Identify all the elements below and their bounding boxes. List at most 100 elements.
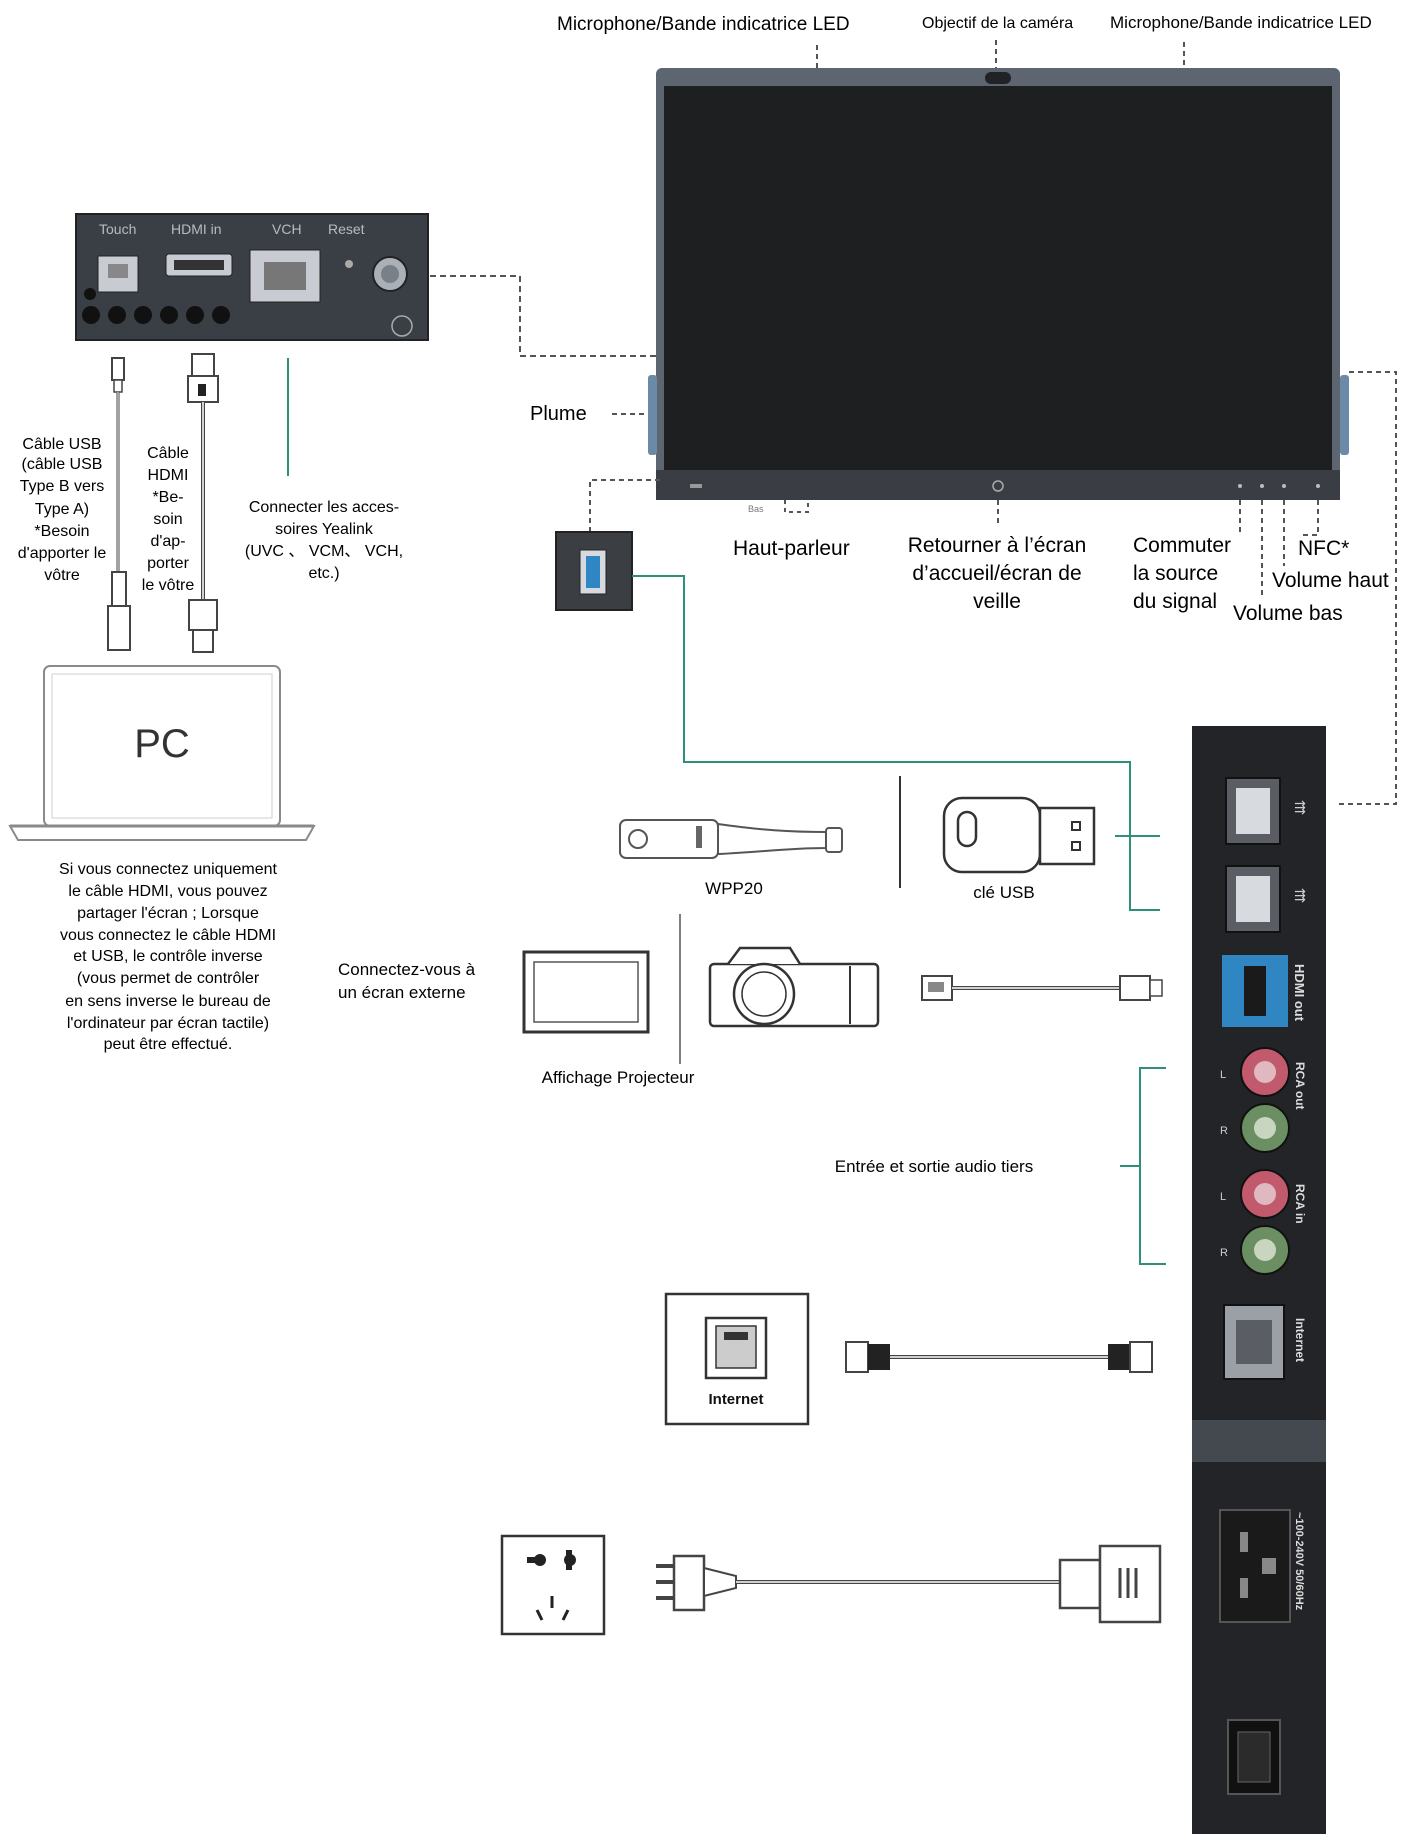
label-home-line3: veille — [973, 590, 1021, 613]
teal-bracket-usb-mid — [1115, 762, 1131, 910]
rca-in-left-inner — [1254, 1183, 1276, 1205]
pc-note-line: Si vous connectez uniquement — [59, 861, 277, 878]
leader-usb-port — [589, 479, 660, 532]
usb-cable-note: Câble USB (câble USB Type B vers Type A)… — [18, 436, 107, 584]
leader-front-panel — [430, 275, 656, 357]
label-rca-out-l: L — [1220, 1069, 1226, 1081]
reset-pinhole-icon — [345, 260, 353, 268]
label-usb-key: clé USB — [973, 883, 1034, 902]
hdmi-note-line: d'ap- — [150, 533, 185, 550]
usb-note-line: *Besoin — [34, 523, 89, 540]
internet-wall-socket-icon — [664, 1292, 810, 1426]
usb-symbol-icon: ⇶ — [1294, 887, 1306, 903]
leader-speaker — [784, 500, 809, 513]
projector-icon — [708, 946, 880, 1028]
interactive-display — [648, 68, 1349, 500]
rca-in-right-inner — [1254, 1239, 1276, 1261]
label-wpp20: WPP20 — [705, 879, 763, 898]
label-rca-out-r: R — [1220, 1125, 1228, 1137]
label-rca-in-l: L — [1220, 1191, 1226, 1203]
label-rca-in-r: R — [1220, 1247, 1228, 1259]
label-power: ~100-240V 50/60Hz — [1293, 1512, 1305, 1611]
hdmi-note-line: *Be- — [152, 489, 183, 506]
front-indicator-icon — [391, 315, 413, 337]
front-button-inner — [381, 265, 399, 283]
label-source-line2: la source — [1133, 562, 1218, 585]
label-camera-lens: Objectif de la caméra — [922, 15, 1073, 32]
label-hdmi-in: HDMI in — [171, 221, 222, 237]
power-inlet-icon — [1219, 1509, 1291, 1623]
hdmi-out-cable-icon — [921, 975, 1163, 1001]
front-connector-panel: Touch HDMI in VCH Reset — [75, 213, 429, 341]
yealink-note-line: etc.) — [308, 565, 339, 582]
pc-laptop-icon — [8, 665, 316, 841]
pc-note-line: et USB, le contrôle inverse — [73, 948, 263, 965]
power-cable-icon — [656, 1544, 1162, 1624]
usb-note-line: Type A) — [35, 501, 89, 518]
hdmi-note-line: HDMI — [148, 467, 189, 484]
usb-cable-icon — [107, 357, 131, 651]
label-home-line1: Retourner à l’écran — [908, 534, 1087, 557]
label-reset: Reset — [328, 221, 365, 237]
camera-lens-icon — [985, 72, 1011, 84]
power-pin — [1262, 1558, 1276, 1574]
pc-note-line: partager l'écran ; Lorsque — [77, 905, 259, 922]
teal-line-usb — [632, 575, 1160, 911]
hdmi-out-port-inner — [1244, 966, 1266, 1016]
hdmi-note-line: porter — [147, 555, 189, 572]
power-switch-rocker — [1237, 1731, 1271, 1783]
power-pin — [1240, 1532, 1248, 1552]
pen-holder-right — [1340, 375, 1349, 455]
power-wall-socket-icon — [500, 1534, 606, 1636]
usb-symbol-icon: ⇶ — [1294, 799, 1306, 815]
label-pen: Plume — [530, 403, 587, 425]
source-button-icon — [1238, 484, 1242, 488]
back-usb-port-2-inner — [1236, 876, 1270, 922]
hdmi-cable-icon — [187, 353, 219, 653]
hdmi-note-line: le vôtre — [142, 577, 195, 594]
pen-holder-left — [648, 375, 657, 455]
label-internet-socket: Internet — [708, 1391, 763, 1408]
power-pin — [1240, 1578, 1248, 1598]
pc-note-line: (vous permet de contrôler — [77, 970, 260, 987]
pc-note: Si vous connectez uniquement le câble HD… — [59, 861, 277, 1053]
rca-out-right-inner — [1254, 1117, 1276, 1139]
label-external-screen-line1: Connectez-vous à — [338, 960, 476, 979]
pc-label: PC — [134, 722, 190, 766]
label-volume-down: Volume bas — [1233, 602, 1343, 625]
label-external-screen-line2: un écran externe — [338, 983, 466, 1002]
label-mic-led-left: Microphone/Bande indicatrice LED — [557, 14, 850, 35]
usb-note-line: d'apporter le — [18, 545, 107, 562]
hdmi-cable-note: Câble HDMI *Be- soin d'ap- porter le vôt… — [142, 445, 195, 594]
nfc-icon — [1316, 484, 1320, 488]
hdmi-note-line: Câble — [147, 445, 189, 462]
external-monitor-icon — [522, 950, 650, 1034]
yealink-note-line: soires Yealink — [275, 521, 374, 538]
ethernet-cable-icon — [845, 1341, 1153, 1373]
leader-back-panel — [1336, 371, 1397, 805]
usb-note-line: vôtre — [44, 567, 80, 584]
rca-out-left-inner — [1254, 1061, 1276, 1083]
label-touch: Touch — [99, 221, 136, 237]
volume-up-button-icon — [1282, 484, 1286, 488]
leader-nfc — [1300, 500, 1319, 536]
back-panel-divider — [1192, 1420, 1326, 1462]
usb-note-line: (câble USB — [22, 456, 103, 473]
label-bas-small: Bas — [748, 504, 764, 514]
label-nfc: NFC* — [1298, 537, 1349, 560]
label-audio: Entrée et sortie audio tiers — [835, 1157, 1033, 1176]
label-source-line3: du signal — [1133, 590, 1217, 613]
usb-b-port-inner — [108, 264, 128, 278]
pc-note-line: le câble HDMI, vous pouvez — [68, 883, 267, 900]
label-volume-up: Volume haut — [1272, 569, 1389, 592]
pc-note-line: l'ordinateur par écran tactile) — [67, 1015, 269, 1032]
label-rca-in: RCA in — [1293, 1184, 1307, 1224]
display-labels: Plume Bas Haut-parleur Retourner à l’écr… — [530, 403, 1389, 625]
back-panel: ⇶ ⇶ HDMI out L R L R RCA out RCA in Inte… — [1192, 726, 1326, 1834]
label-home-line2: d’accueil/écran de — [912, 562, 1081, 585]
label-back-internet: Internet — [1293, 1318, 1307, 1362]
volume-down-button-icon — [1260, 484, 1264, 488]
hdmi-in-port-inner — [174, 260, 224, 270]
hdmi-note-line: soin — [153, 511, 182, 528]
back-usb-port-1-inner — [1236, 788, 1270, 834]
